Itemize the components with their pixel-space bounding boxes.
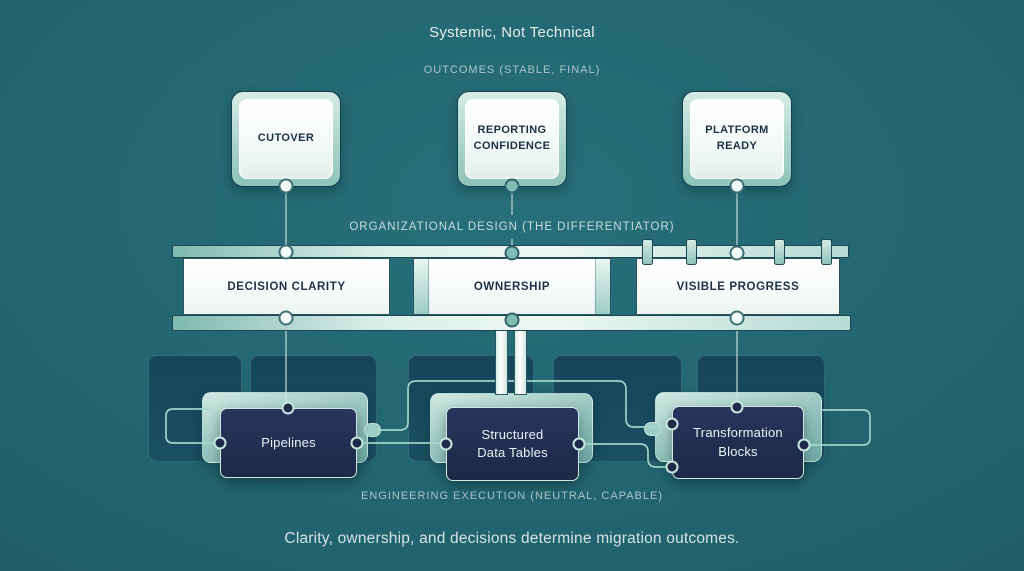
node-label: PLATFORM READY (690, 99, 784, 179)
column-bar (514, 327, 527, 395)
organizational-layer-label: ORGANIZATIONAL DESIGN (THE DIFFERENTIATO… (349, 221, 675, 233)
connector-dot (278, 178, 294, 194)
connector-dot (281, 401, 295, 415)
node-platform-ready: PLATFORM READY (682, 91, 792, 187)
bar-tick (686, 239, 697, 265)
connector-dot (350, 436, 364, 450)
outcomes-layer-label: OUTCOMES (STABLE, FINAL) (423, 64, 601, 76)
connector-dot (278, 244, 294, 260)
node-label: Transformation Blocks (693, 425, 783, 459)
column-bar (495, 327, 508, 395)
connector-dot (572, 437, 586, 451)
connector-dot (504, 178, 520, 194)
connector-dot (439, 437, 453, 451)
node-cutover: CUTOVER (231, 91, 341, 187)
bar-tick (642, 239, 653, 265)
node-decision-clarity: DECISION CLARITY (183, 258, 390, 315)
ownership-column (493, 327, 530, 395)
node-label: REPORTING CONFIDENCE (465, 99, 559, 179)
connector-dot (504, 245, 520, 261)
node-structured-data-tables: Structured Data Tables (446, 407, 579, 481)
connector-nub (644, 422, 661, 436)
node-label: Structured Data Tables (477, 426, 548, 460)
node-label: CUTOVER (239, 99, 333, 179)
node-visible-progress: VISIBLE PROGRESS (636, 258, 840, 315)
connector-dot (730, 400, 744, 414)
node-reporting-confidence: REPORTING CONFIDENCE (457, 91, 567, 187)
connector-dot (729, 310, 745, 326)
bar-tick (821, 239, 832, 265)
bar-tick (774, 239, 785, 265)
connector-dot (278, 310, 294, 326)
node-label: Pipelines (261, 434, 316, 450)
node-ownership: OWNERSHIP (413, 258, 611, 315)
connector-dot (665, 460, 679, 474)
connector-dot (504, 312, 520, 328)
node-label: VISIBLE PROGRESS (676, 280, 800, 293)
node-label: OWNERSHIP (473, 280, 551, 293)
connector-dot (213, 436, 227, 450)
connector-dot (665, 417, 679, 431)
node-pipelines: Pipelines (220, 408, 357, 478)
connector-dot (729, 245, 745, 261)
connector-dot (729, 178, 745, 194)
diagram-title: Systemic, Not Technical (429, 24, 595, 41)
node-label: DECISION CLARITY (227, 280, 346, 293)
diagram-caption: Clarity, ownership, and decisions determ… (284, 530, 740, 547)
connector-dot (797, 438, 811, 452)
engineering-layer-label: ENGINEERING EXECUTION (NEUTRAL, CAPABLE) (360, 490, 663, 502)
node-transformation-blocks: Transformation Blocks (672, 406, 804, 479)
